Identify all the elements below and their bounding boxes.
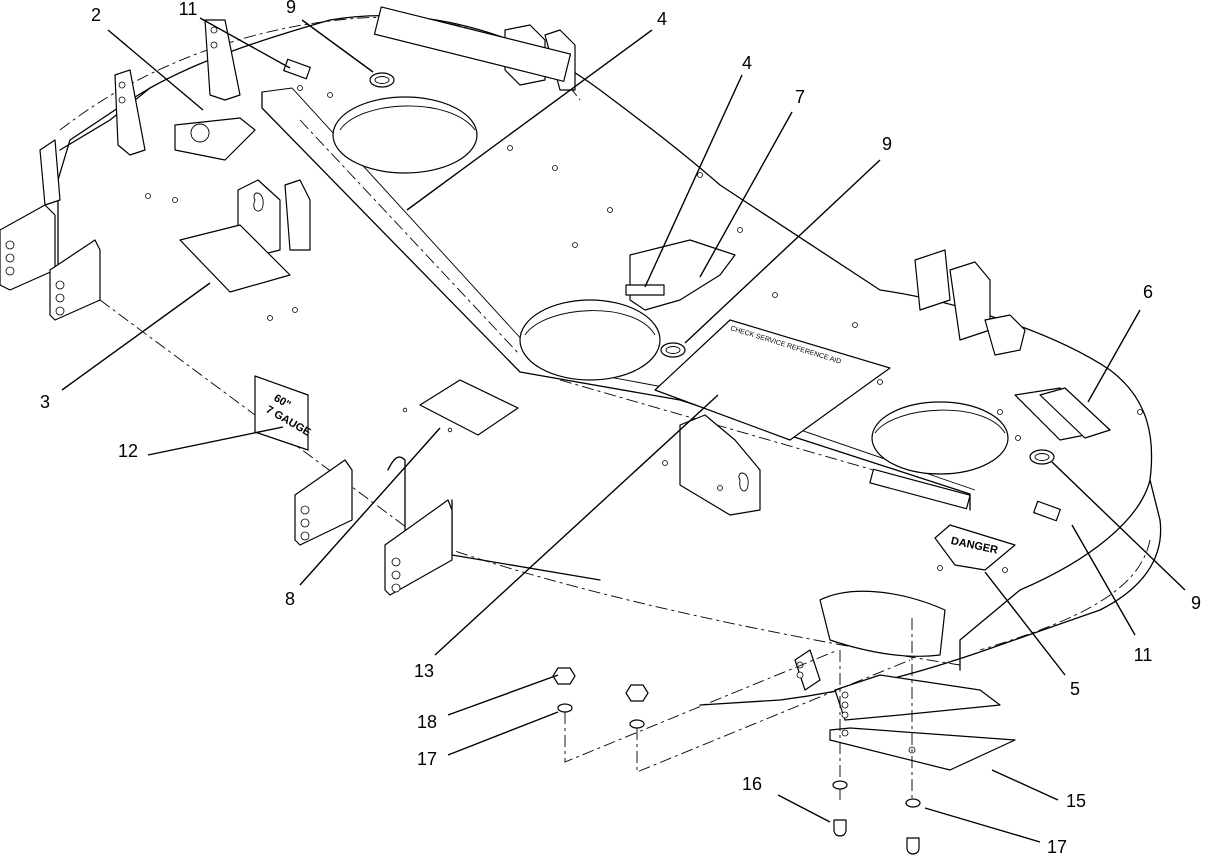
decal-2 <box>174 117 256 161</box>
hardware <box>552 618 921 855</box>
blade-openings <box>332 96 1009 475</box>
callout-17-left: 17 <box>417 749 437 769</box>
decals: 60" 7 GAUGE CHECK SERVICE REFERENCE AID … <box>174 6 1111 571</box>
callout-4-mid: 4 <box>742 53 752 73</box>
mounting-brackets <box>0 19 1111 771</box>
leader-lines <box>61 17 1186 843</box>
callout-17-right: 17 <box>1047 837 1067 857</box>
lock-nut-right <box>625 684 649 702</box>
callout-16: 16 <box>742 774 762 794</box>
grommet-9c <box>1029 449 1055 465</box>
decal-5-danger: DANGER <box>934 524 1016 571</box>
decal-4-strip <box>373 6 572 82</box>
deck-holes <box>145 85 1143 573</box>
callout-9-right: 9 <box>1191 593 1201 613</box>
lock-nut-18-left <box>552 667 576 685</box>
washer-right <box>629 719 645 729</box>
callout-12: 12 <box>118 441 138 461</box>
decal-8 <box>419 379 519 436</box>
callout-5: 5 <box>1070 679 1080 699</box>
decal-6 <box>1039 387 1111 439</box>
decal-12-deck-size: 60" 7 GAUGE <box>254 375 313 451</box>
callout-2: 2 <box>91 5 101 25</box>
callout-3: 3 <box>40 392 50 412</box>
washer-17-left <box>557 703 573 713</box>
decal-4-small <box>625 284 665 296</box>
callout-15: 15 <box>1066 791 1086 811</box>
callout-6: 6 <box>1143 282 1153 302</box>
grommet-9a <box>369 72 395 88</box>
callout-9-top: 9 <box>286 0 296 17</box>
decal-11-right <box>1033 500 1061 522</box>
grommet-9b <box>660 342 686 358</box>
callout-11-right: 11 <box>1134 645 1153 665</box>
decal-strip-front <box>869 468 971 510</box>
callouts: 2 11 9 4 4 7 9 6 3 12 8 13 9 11 5 18 17 … <box>40 0 1201 857</box>
carriage-bolt-16 <box>833 819 847 837</box>
carriage-bolt-right <box>906 837 920 855</box>
grommets <box>369 72 1055 465</box>
callout-9-mid: 9 <box>882 134 892 154</box>
callout-4-top: 4 <box>657 9 667 29</box>
callout-8: 8 <box>285 589 295 609</box>
callout-13: 13 <box>414 661 434 681</box>
washer-16 <box>832 780 848 790</box>
callout-18: 18 <box>417 712 437 732</box>
decal-3 <box>179 224 291 293</box>
callout-7: 7 <box>795 87 805 107</box>
decal-7 <box>629 239 736 311</box>
decal-11-top <box>283 58 311 80</box>
callout-11-top: 11 <box>179 0 198 19</box>
washer-17-right <box>905 798 921 808</box>
